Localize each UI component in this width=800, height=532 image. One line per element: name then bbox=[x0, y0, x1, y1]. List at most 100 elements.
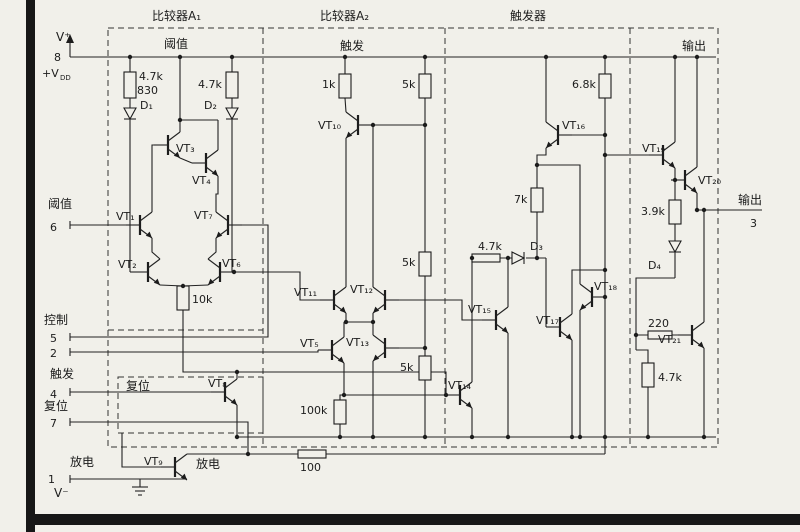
transistor-vt7 bbox=[216, 212, 242, 238]
label-r15: 100 bbox=[300, 461, 321, 474]
pin-trigger-label: 触发 bbox=[50, 366, 74, 381]
labels: 比较器A₁ 比较器A₂ 触发器 阈值 触发 输出 复位 V⁺ 8 +V DD 阈… bbox=[42, 8, 762, 500]
diode-d3 bbox=[511, 251, 526, 265]
transistor-vt21 bbox=[676, 320, 706, 350]
label-r1b: 830 bbox=[137, 84, 158, 97]
section-a1-title: 比较器A₁ bbox=[152, 8, 201, 23]
label-vt1: VT₁ bbox=[116, 210, 135, 223]
label-r11: 6.8k bbox=[572, 78, 596, 91]
transistor-vt11 bbox=[318, 285, 348, 315]
label-r7: 5k bbox=[400, 361, 414, 374]
reset-box-label: 复位 bbox=[126, 378, 150, 393]
pin-output-label: 输出 bbox=[738, 192, 762, 207]
pin-vplus-label: V⁺ bbox=[56, 30, 71, 44]
label-r10: 7k bbox=[514, 193, 528, 206]
label-d3: D₃ bbox=[530, 240, 543, 253]
transistor-vt13 bbox=[373, 335, 399, 361]
transistor-vt2 bbox=[132, 257, 162, 287]
pin-2-number: 2 bbox=[50, 347, 57, 360]
label-r2: 4.7k bbox=[198, 78, 222, 91]
label-vt17: VT₁₇ bbox=[536, 314, 559, 327]
label-vt14: VT₁₄ bbox=[448, 379, 472, 392]
outer-box bbox=[107, 27, 719, 448]
resistor-r5 bbox=[418, 73, 432, 99]
resistor-r15 bbox=[297, 449, 327, 459]
sub-threshold-label: 阈值 bbox=[164, 36, 188, 51]
pin-vdd-subscript: DD bbox=[60, 74, 71, 82]
pin-discharge-label: 放电 bbox=[70, 454, 94, 469]
label-vt20: VT₂₀ bbox=[698, 174, 722, 187]
label-r6: 5k bbox=[402, 256, 416, 269]
label-r1: 4.7k bbox=[139, 70, 163, 83]
label-r5: 5k bbox=[402, 78, 416, 91]
label-vt4: VT₄ bbox=[192, 174, 211, 187]
resistor-r4 bbox=[338, 73, 352, 99]
resistor-r6 bbox=[418, 251, 432, 277]
resistor-r2 bbox=[225, 71, 239, 99]
label-r3: 10k bbox=[192, 293, 213, 306]
pin-7-number: 7 bbox=[50, 417, 57, 430]
transistor-vt10 bbox=[346, 112, 372, 138]
pin-vminus-label: V⁻ bbox=[54, 486, 69, 500]
label-r12: 3.9k bbox=[641, 205, 665, 218]
resistor-r3 bbox=[176, 285, 190, 311]
resistor-r9 bbox=[471, 253, 501, 263]
label-vt13: VT₁₃ bbox=[346, 336, 369, 349]
label-vt5: VT₅ bbox=[300, 337, 319, 350]
diode-d2 bbox=[225, 107, 239, 121]
resistor-r10 bbox=[530, 187, 544, 213]
pin-8-number: 8 bbox=[54, 51, 61, 64]
label-vt3: VT₃ bbox=[176, 142, 195, 155]
junction-dots bbox=[127, 54, 707, 457]
label-vt19: VT₁₉ bbox=[642, 142, 665, 155]
resistor-r12 bbox=[668, 199, 682, 225]
label-r9: 4.7k bbox=[478, 240, 502, 253]
label-d2: D₂ bbox=[204, 99, 217, 112]
wiring bbox=[66, 34, 762, 496]
pin-control-label: 控制 bbox=[44, 313, 68, 327]
label-vt15: VT₁₅ bbox=[468, 303, 491, 316]
diode-d1 bbox=[123, 107, 137, 121]
transistor-vt12 bbox=[373, 287, 399, 313]
label-vt6: VT₆ bbox=[222, 257, 241, 270]
transistor-vt5 bbox=[316, 335, 346, 365]
resistor-r8 bbox=[333, 399, 347, 425]
discharge-node-label: 放电 bbox=[196, 456, 220, 471]
sub-trigger-label: 触发 bbox=[340, 38, 364, 53]
label-vt10: VT₁₀ bbox=[318, 119, 342, 132]
label-vt16: VT₁₆ bbox=[562, 119, 586, 132]
transistors bbox=[124, 112, 706, 482]
label-r8: 100k bbox=[300, 404, 328, 417]
pin-6-number: 6 bbox=[50, 221, 57, 234]
label-vt11: VT₁₁ bbox=[294, 286, 317, 299]
label-r14: 4.7k bbox=[658, 371, 682, 384]
pin-5-number: 5 bbox=[50, 332, 57, 345]
resistor-r14 bbox=[641, 362, 655, 388]
pin-1-number: 1 bbox=[48, 473, 55, 486]
pin-3-number: 3 bbox=[750, 217, 757, 230]
label-vt18: VT₁₈ bbox=[594, 280, 618, 293]
label-vt7: VT₇ bbox=[194, 209, 213, 222]
section-a2-title: 比较器A₂ bbox=[320, 8, 369, 23]
diodes bbox=[123, 107, 682, 265]
sub-output-label: 输出 bbox=[682, 38, 706, 53]
resistor-r13 bbox=[647, 330, 673, 340]
resistor-r1 bbox=[123, 71, 137, 99]
label-vt2: VT₂ bbox=[118, 258, 137, 271]
pin-reset-label: 复位 bbox=[44, 398, 68, 413]
label-vt9: VT₉ bbox=[144, 455, 163, 468]
transistor-vt9 bbox=[159, 452, 189, 482]
section-ff-title: 触发器 bbox=[510, 8, 546, 23]
label-d4: D₄ bbox=[648, 259, 661, 272]
label-r13: 220 bbox=[648, 317, 669, 330]
label-vt8: VT₈ bbox=[208, 377, 227, 390]
pin-vdd-label: +V bbox=[42, 67, 59, 80]
resistors bbox=[123, 71, 682, 459]
resistor-r11 bbox=[598, 73, 612, 99]
label-d1: D₁ bbox=[140, 99, 153, 112]
pin-threshold-label: 阈值 bbox=[48, 196, 72, 211]
label-vt12: VT₁₂ bbox=[350, 283, 373, 296]
section-boxes bbox=[107, 27, 719, 448]
